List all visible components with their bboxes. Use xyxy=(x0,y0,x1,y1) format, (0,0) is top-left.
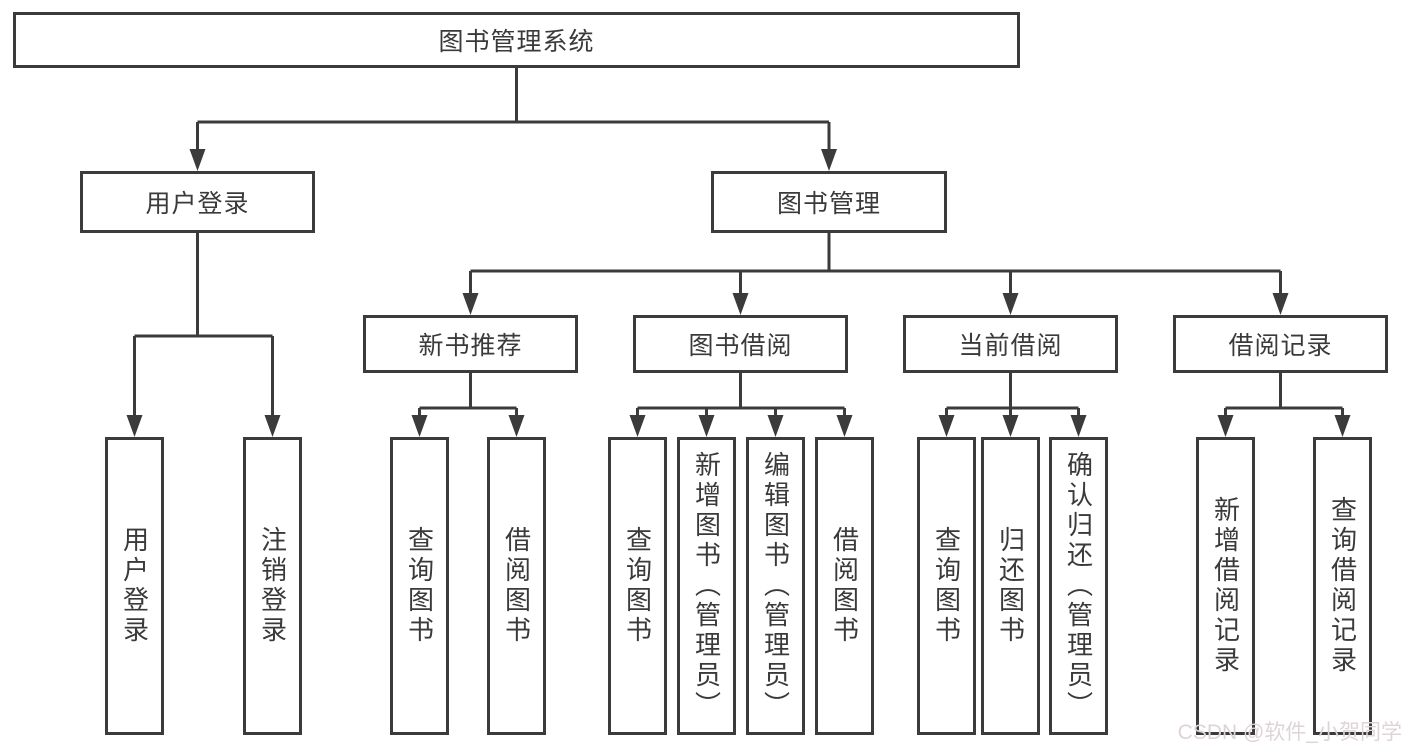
leaf-add-book-admin: 新增图书（管理员） xyxy=(677,437,736,735)
node-book-management: 图书管理 xyxy=(711,171,947,233)
leaf-add-borrow-record: 新增借阅记录 xyxy=(1196,437,1255,735)
node-label: 借阅记录 xyxy=(1228,332,1333,360)
leaf-query-books-recommend: 查询图书 xyxy=(390,437,449,735)
node-book-borrowing: 图书借阅 xyxy=(633,315,848,373)
node-label: 借阅图书 xyxy=(501,526,532,646)
leaf-query-books-borrow: 查询图书 xyxy=(608,437,667,735)
leaf-logout: 注销登录 xyxy=(243,437,302,735)
leaf-borrow-books-recommend: 借阅图书 xyxy=(487,437,546,735)
leaf-borrow-books: 借阅图书 xyxy=(815,437,874,735)
node-user-login: 用户登录 xyxy=(80,171,315,233)
leaf-confirm-return-admin: 确认归还（管理员） xyxy=(1049,437,1108,735)
node-label: 图书借阅 xyxy=(688,332,793,360)
node-borrowing-records: 借阅记录 xyxy=(1173,315,1388,373)
node-new-book-recommend: 新书推荐 xyxy=(363,315,578,373)
node-label: 当前借阅 xyxy=(958,332,1063,360)
node-label: 用户登录 xyxy=(145,190,250,218)
node-label: 新书推荐 xyxy=(418,332,523,360)
node-root-library-system: 图书管理系统 xyxy=(13,12,1020,68)
node-label: 图书管理 xyxy=(776,190,881,218)
node-current-borrowing: 当前借阅 xyxy=(903,315,1118,373)
leaf-query-borrow-record: 查询借阅记录 xyxy=(1313,437,1372,735)
node-label: 归还图书 xyxy=(995,526,1026,646)
node-label: 查询图书 xyxy=(931,526,962,646)
node-label: 新增借阅记录 xyxy=(1210,496,1241,676)
node-label: 用户登录 xyxy=(119,526,150,646)
node-label: 查询图书 xyxy=(404,526,435,646)
node-label: 借阅图书 xyxy=(829,526,860,646)
node-label: 新增图书（管理员） xyxy=(691,451,722,721)
node-label: 注销登录 xyxy=(257,526,288,646)
leaf-user-login: 用户登录 xyxy=(105,437,164,735)
node-label: 查询借阅记录 xyxy=(1327,496,1358,676)
node-label: 编辑图书（管理员） xyxy=(760,451,791,721)
leaf-query-books-current: 查询图书 xyxy=(917,437,976,735)
csdn-watermark: CSDN @软件_小贺同学 xyxy=(1177,721,1402,744)
node-label: 查询图书 xyxy=(622,526,653,646)
node-label: 确认归还（管理员） xyxy=(1063,451,1094,721)
node-label: 图书管理系统 xyxy=(438,28,595,56)
leaf-return-books: 归还图书 xyxy=(981,437,1040,735)
leaf-edit-book-admin: 编辑图书（管理员） xyxy=(746,437,805,735)
